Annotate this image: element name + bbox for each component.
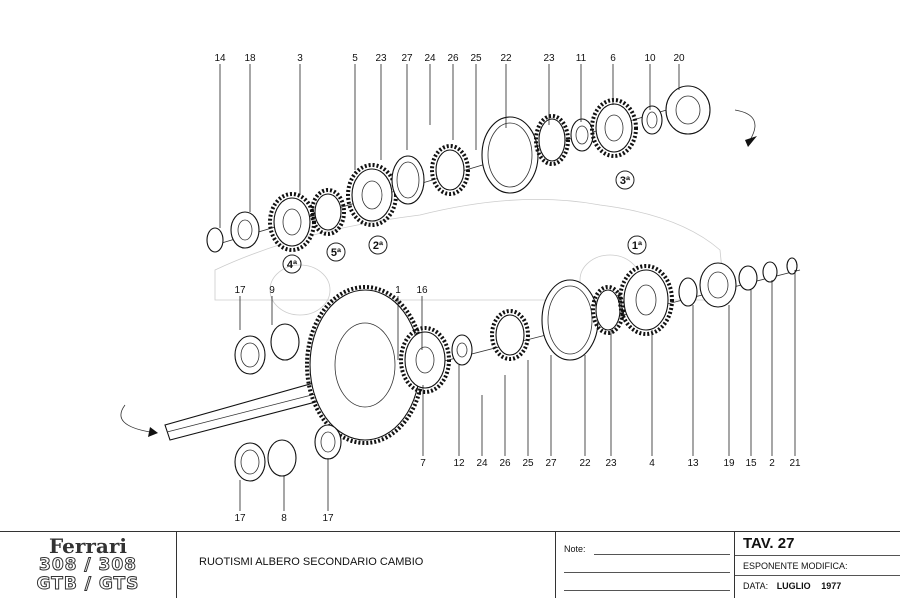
- part-number-label: 22: [500, 53, 512, 64]
- part-number-label: 23: [375, 53, 387, 64]
- model-line-1: 308 / 308: [38, 555, 138, 575]
- title-block: Ferrari 308 / 308 GTB / GTS RUOTISMI ALB…: [0, 531, 900, 598]
- part-number-label: 16: [416, 285, 428, 296]
- gear-mark-label: 4ª: [287, 259, 298, 271]
- gear-mark-circle: [326, 242, 346, 262]
- part-number-label: 22: [579, 458, 591, 469]
- part-number-label: 18: [244, 53, 256, 64]
- part-number-label: 9: [269, 285, 275, 296]
- part-number-label: 8: [281, 513, 287, 524]
- gear-mark-circle: [282, 254, 302, 274]
- part-number-label: 1: [395, 285, 401, 296]
- note-line: [564, 572, 730, 573]
- part-number-label: 25: [470, 53, 482, 64]
- notes-cell: Note:: [556, 532, 735, 598]
- date-year: 1977: [821, 581, 842, 591]
- part-number-label: 14: [214, 53, 226, 64]
- part-number-label: 2: [769, 458, 775, 469]
- notes-label: Note:: [564, 544, 586, 554]
- model-line-2: GTB / GTS: [36, 574, 140, 594]
- part-number-label: 23: [543, 53, 555, 64]
- part-number-label: 6: [610, 53, 616, 64]
- note-line: [594, 554, 730, 555]
- gear-mark-circle: [615, 170, 635, 190]
- date-label: DATA:: [743, 581, 769, 591]
- part-number-label: 10: [644, 53, 656, 64]
- table-info-cell: TAV. 27 ESPONENTE MODIFICA: DATA: LUGLIO…: [735, 532, 900, 598]
- gear-mark-circle: [627, 235, 647, 255]
- part-number-label: 4: [649, 458, 655, 469]
- part-number-label: 26: [447, 53, 459, 64]
- part-number-label: 21: [789, 458, 801, 469]
- lower-gear-assembly: [120, 257, 801, 482]
- gear-mark-circle: [368, 235, 388, 255]
- part-number-label: 19: [723, 458, 735, 469]
- date-month: LUGLIO: [776, 581, 811, 591]
- part-number-label: 24: [476, 458, 488, 469]
- part-number-label: 23: [605, 458, 617, 469]
- revision-label: ESPONENTE MODIFICA:: [735, 556, 900, 576]
- table-number: TAV. 27: [735, 532, 900, 556]
- part-number-label: 3: [297, 53, 303, 64]
- part-number-label: 27: [401, 53, 413, 64]
- part-number-label: 25: [522, 458, 534, 469]
- upper-gear-assembly: [206, 85, 757, 253]
- part-number-label: 17: [322, 513, 334, 524]
- gear-mark-label: 3ª: [620, 175, 631, 187]
- part-number-label: 27: [545, 458, 557, 469]
- part-number-label: 26: [499, 458, 511, 469]
- part-number-label: 13: [687, 458, 699, 469]
- part-number-label: 17: [234, 513, 246, 524]
- part-number-label: 7: [420, 458, 426, 469]
- drawing-description: RUOTISMI ALBERO SECONDARIO CAMBIO: [199, 556, 424, 568]
- part-number-label: 24: [424, 53, 436, 64]
- part-number-label: 11: [576, 53, 587, 64]
- part-number-label: 5: [352, 53, 358, 64]
- description-cell: RUOTISMI ALBERO SECONDARIO CAMBIO: [177, 532, 556, 598]
- ferrari-logo: Ferrari 308 / 308 GTB / GTS: [0, 532, 177, 598]
- part-number-label: 12: [453, 458, 465, 469]
- gear-mark-label: 1ª: [632, 240, 643, 252]
- rotation-arrow-icon: [120, 404, 151, 433]
- gear-mark-label: 5ª: [331, 247, 342, 259]
- rotation-arrow-icon: [734, 109, 756, 141]
- brand-logo-text: Ferrari: [49, 534, 127, 558]
- note-line: [564, 590, 730, 591]
- part-number-label: 17: [234, 285, 246, 296]
- part-number-label: 15: [745, 458, 757, 469]
- date-row: DATA: LUGLIO 1977: [735, 576, 900, 596]
- part-number-label: 20: [673, 53, 685, 64]
- gear-mark-label: 2ª: [373, 240, 384, 252]
